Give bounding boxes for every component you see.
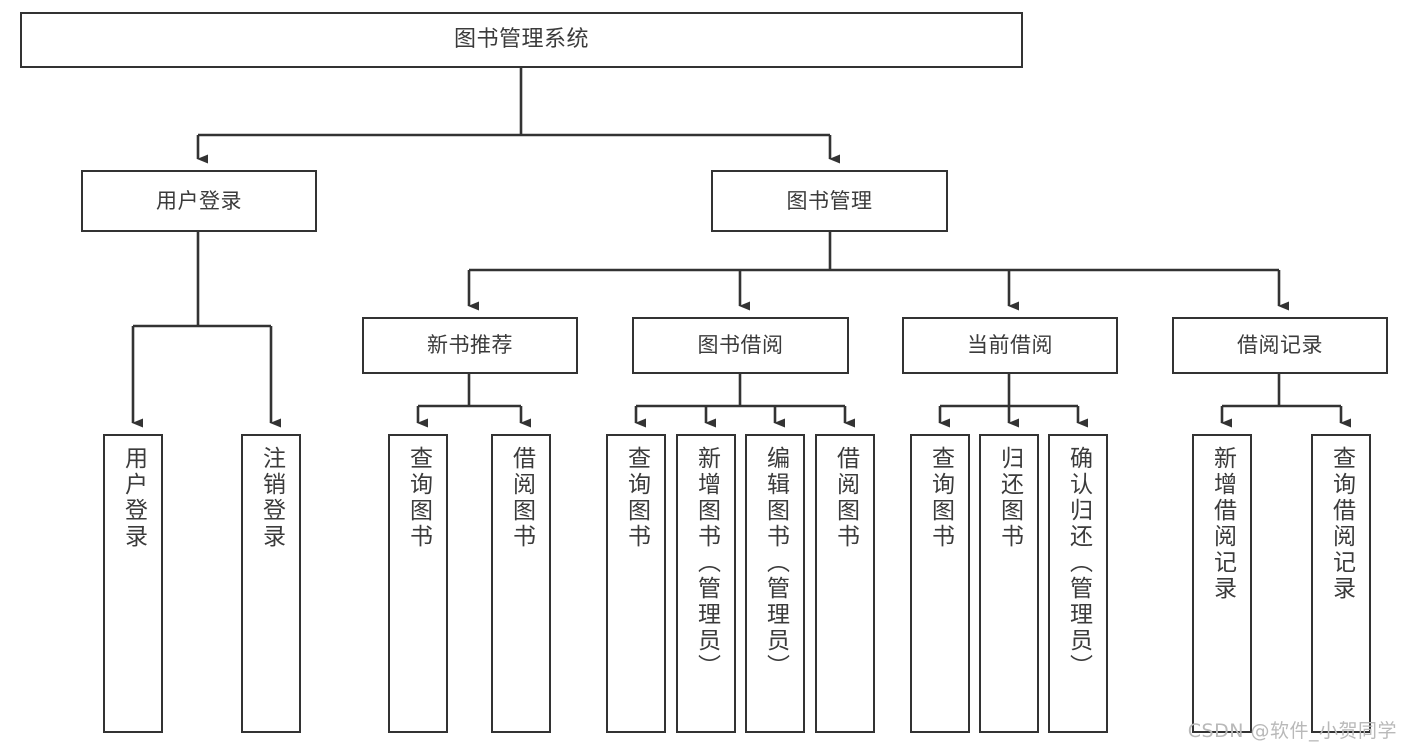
leaf-book-borrow-borrow[interactable]: 借阅图书 bbox=[815, 434, 875, 733]
leaf-new-book-query[interactable]: 查询图书 bbox=[388, 434, 448, 733]
node-label: 图书借阅 bbox=[697, 333, 784, 358]
node-label: 新书推荐 bbox=[427, 333, 513, 358]
node-label: 新增图书（管理员） bbox=[693, 446, 720, 680]
node-label: 当前借阅 bbox=[967, 333, 1053, 358]
leaf-book-borrow-edit[interactable]: 编辑图书（管理员） bbox=[745, 434, 805, 733]
leaf-current-borrow-query[interactable]: 查询图书 bbox=[910, 434, 970, 733]
node-book-management[interactable]: 图书管理 bbox=[711, 170, 948, 232]
node-label: 借阅图书 bbox=[508, 446, 535, 550]
node-label: 查询图书 bbox=[623, 446, 650, 550]
node-label: 新增借阅记录 bbox=[1209, 446, 1236, 602]
node-borrow-record[interactable]: 借阅记录 bbox=[1172, 317, 1388, 374]
node-label: 借阅记录 bbox=[1237, 333, 1323, 358]
leaf-current-borrow-return[interactable]: 归还图书 bbox=[979, 434, 1039, 733]
node-label: 图书管理 bbox=[786, 188, 873, 213]
node-label: 用户登录 bbox=[156, 188, 242, 213]
leaf-book-borrow-add[interactable]: 新增图书（管理员） bbox=[676, 434, 736, 733]
node-current-borrow[interactable]: 当前借阅 bbox=[902, 317, 1118, 374]
node-user-login[interactable]: 用户登录 bbox=[81, 170, 317, 232]
leaf-new-book-borrow[interactable]: 借阅图书 bbox=[491, 434, 551, 733]
node-label: 查询图书 bbox=[927, 446, 954, 550]
leaf-book-borrow-query[interactable]: 查询图书 bbox=[606, 434, 666, 733]
leaf-user-login-login[interactable]: 用户登录 bbox=[103, 434, 163, 733]
node-label: 图书管理系统 bbox=[453, 27, 589, 53]
node-label: 确认归还（管理员） bbox=[1065, 446, 1092, 680]
node-new-book-recommend[interactable]: 新书推荐 bbox=[362, 317, 578, 374]
node-label: 注销登录 bbox=[258, 446, 285, 550]
leaf-borrow-record-query[interactable]: 查询借阅记录 bbox=[1311, 434, 1371, 733]
node-label: 用户登录 bbox=[120, 446, 147, 550]
watermark: CSDN @软件_小贺同学 bbox=[1187, 720, 1397, 742]
leaf-current-borrow-confirm[interactable]: 确认归还（管理员） bbox=[1048, 434, 1108, 733]
node-label: 查询图书 bbox=[405, 446, 432, 550]
node-label: 编辑图书（管理员） bbox=[762, 446, 789, 680]
leaf-user-login-logout[interactable]: 注销登录 bbox=[241, 434, 301, 733]
node-label: 借阅图书 bbox=[832, 446, 859, 550]
node-book-borrow[interactable]: 图书借阅 bbox=[632, 317, 849, 374]
leaf-borrow-record-add[interactable]: 新增借阅记录 bbox=[1192, 434, 1252, 733]
node-label: 归还图书 bbox=[996, 446, 1023, 550]
node-root-system[interactable]: 图书管理系统 bbox=[20, 12, 1023, 68]
node-label: 查询借阅记录 bbox=[1328, 446, 1355, 602]
